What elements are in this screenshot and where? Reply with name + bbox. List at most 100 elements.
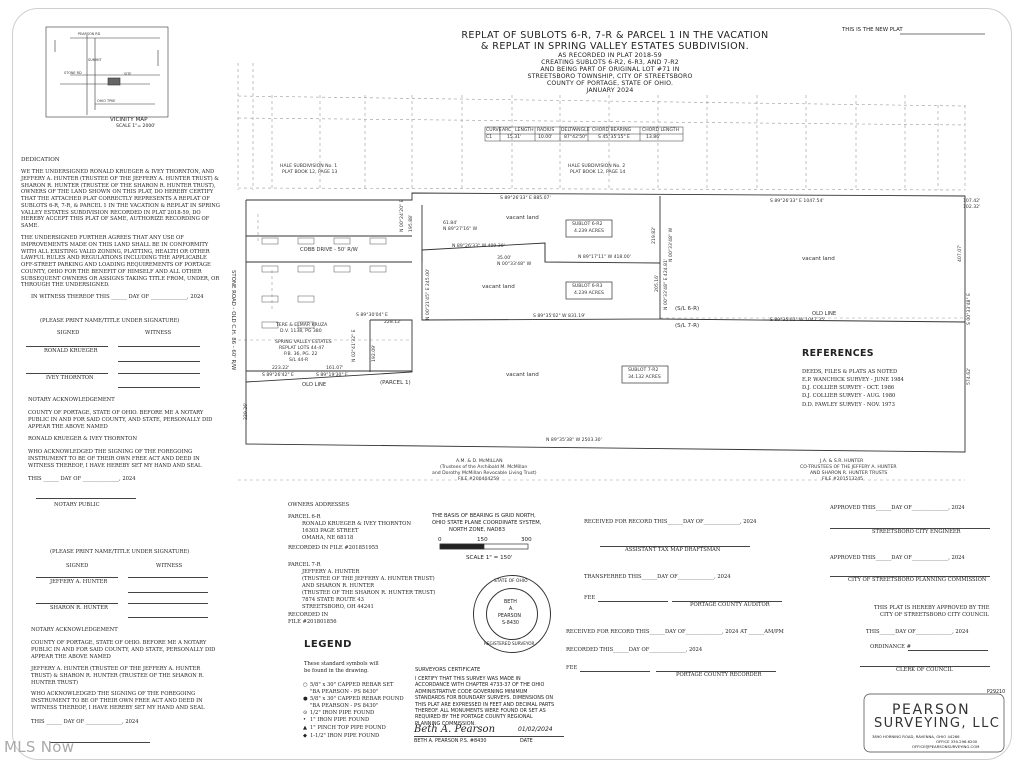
plat-subtitle-line-3: AND BEING PART OF ORIGINAL LOT #71 IN — [540, 66, 680, 73]
curve-cell-chord-length: 13.86' — [646, 135, 661, 140]
council-this-day: THIS______DAY OF______________, 2024 — [866, 629, 969, 635]
dedication-paragraph-1: WE THE UNDERSIGNED RONALD KRUEGER & IVEY… — [21, 169, 220, 229]
ordinance-line[interactable] — [908, 650, 988, 651]
city-engineer-label: STREETSBORO CITY ENGINEER — [872, 529, 961, 535]
surveyor-sign-line[interactable] — [414, 736, 564, 737]
witness-line-3[interactable] — [118, 373, 200, 374]
vicinity-label-tpke: OHIO TPKE — [97, 99, 116, 103]
bearing-b5: N 89°17'11" W 418.00' — [578, 255, 631, 260]
vacant-land-3: vacant land — [802, 256, 835, 262]
owner-p7-line-3: AND SHARON R. HUNTER — [302, 583, 375, 589]
mcmillan-4: FILE #200404259 — [458, 477, 500, 482]
surveyor-cert-text: I CERTIFY THAT THIS SURVEY WAS MADE IN A… — [415, 676, 555, 727]
curve-header-arc: ARC — [502, 128, 512, 133]
curve-header-length: LENGTH — [515, 128, 534, 133]
fee-line-2[interactable] — [580, 671, 650, 672]
distance-d11: 229.26' — [244, 402, 249, 420]
spring-valley-1: SPRING VALLEY ESTATES — [275, 340, 332, 345]
planning-sign-line[interactable] — [830, 576, 990, 577]
seal-name-1: BETH — [504, 600, 517, 605]
bearing-b17: S 00°33'48" E — [967, 293, 972, 325]
owner-p7-line-4: (TRUSTEE OF THE SHARON R. HUNTER TRUST) — [302, 590, 436, 596]
hunter-1: J.A. & S.R. HUNTER — [820, 459, 864, 464]
ordinance-label: ORDINANCE # — [870, 644, 911, 650]
dedication-paragraph-2: THE UNDERSIGNED FURTHER AGREES THAT ANY … — [21, 235, 220, 289]
sign-line-4[interactable] — [36, 603, 118, 604]
print-note-2: (PLEASE PRINT NAME/TITLE UNDER SIGNATURE… — [50, 549, 190, 555]
tax-map-draftsman: ASSISTANT TAX MAP DRAFTSMAN — [625, 547, 721, 553]
notary-public-label-1: NOTARY PUBLIC — [54, 502, 100, 508]
bearing-b14: N 00°21'45" E 245.00' — [426, 268, 431, 320]
sl7-label: (S/L 7-R) — [675, 323, 700, 329]
auditor-sign-line[interactable] — [672, 601, 782, 602]
fee-line-1[interactable] — [598, 601, 668, 602]
transferred-line: TRANSFERRED THIS______DAY OF____________… — [584, 574, 731, 580]
owner-p6-line-2: 16303 PAGE STREET — [302, 528, 359, 534]
vicinity-label-stone: STONE RD — [64, 71, 82, 75]
adjacent-hale-2: HALE SUBDIVISION No. 2 — [568, 164, 626, 169]
witness-label-2: WITNESS — [156, 563, 183, 569]
legend-item-5: 1" PINCH TOP PIPE FOUND — [310, 725, 386, 731]
witness-line-8[interactable] — [128, 617, 208, 618]
reference-item-4: D.J. COLLIER SURVEY - AUG. 1980 — [802, 393, 896, 399]
scale-tick-0: 0 — [438, 537, 442, 543]
legend-symbol-6: ◆ — [303, 733, 307, 739]
distance-d12: 195.88' — [409, 214, 414, 232]
plat-subtitle-line-5: COUNTY OF PORTAGE, STATE OF OHIO. — [546, 80, 674, 87]
sign-line-1[interactable] — [26, 346, 108, 347]
distance-d7: 219.82' — [652, 226, 657, 244]
sign-line-2[interactable] — [26, 373, 108, 374]
hunter-2: CO-TRUSTEES OF THE JEFFERY A. HUNTER — [800, 465, 897, 470]
distance-d4: 223.22' — [272, 366, 290, 371]
surveyor-seal-inner-ring — [486, 588, 538, 640]
tax-map-sign-line[interactable] — [600, 546, 750, 547]
vicinity-label-site: SITE — [124, 72, 132, 76]
sign-line-3[interactable] — [36, 577, 118, 578]
company-phone: OFFICE 330.296.6200 — [936, 739, 978, 744]
surveyor-seal: STATE OF OHIO BETH A. PEARSON S-8430 REG… — [473, 575, 551, 653]
witness-line-4[interactable] — [118, 387, 200, 388]
witness-line-2[interactable] — [118, 361, 200, 362]
recorder-sign-line[interactable] — [656, 671, 776, 672]
legend-item-1: 5/8" x 30" CAPPED REBAR SET — [310, 682, 394, 688]
plat-title-line-2: & REPLAT IN SPRING VALLEY ESTATES SUBDIV… — [480, 41, 750, 52]
curve-cell-delta: 87°42'50" — [564, 135, 588, 140]
vacant-land-4: vacant land — [506, 372, 539, 378]
witness-line-1[interactable] — [118, 346, 200, 347]
bearing-b1: S 89°26'33" E 885.07' — [500, 196, 551, 201]
notary-sign-line-1[interactable] — [36, 498, 136, 499]
dedication-witness-line: IN WITNESS THEREOF THIS ______ DAY OF __… — [31, 294, 204, 300]
bearing-b3: N 89°27'16" W — [443, 227, 478, 232]
owner-p6-line-1: RONALD KRUEGER & IVEY THORNTON — [302, 521, 411, 527]
legend-intro-2: be found in the drawing. — [304, 668, 369, 674]
clerk-sign-line[interactable] — [860, 666, 990, 667]
notary-sign-line-2[interactable] — [50, 742, 150, 743]
sublot-6r3-area: 4.239 ACRES — [574, 291, 604, 296]
bearing-b10: S 89°26'42" E — [262, 373, 294, 378]
witness-line-5[interactable] — [128, 577, 208, 578]
distance-d3: 228.12' — [384, 320, 402, 325]
witness-line-7[interactable] — [128, 603, 208, 604]
seal-ring-top: STATE OF OHIO — [494, 579, 528, 584]
kruza-deed: D.V. 1138, PG 380 — [280, 329, 322, 334]
distance-d10: 574.62' — [967, 367, 972, 385]
legend-heading: LEGEND — [304, 639, 352, 650]
basis-line-1: THE BASIS OF BEARING IS GRID NORTH, — [432, 513, 536, 519]
witness-line-6[interactable] — [128, 592, 208, 593]
reference-item-1: DEEDS, FILES & PLATS AS NOTED — [802, 369, 898, 375]
distance-d9: 407.07' — [958, 244, 963, 262]
hunter-3: AND SHARON R. HUNTER TRUSTS — [810, 471, 888, 476]
approved-engineer-line: APPROVED THIS______DAY OF______________,… — [830, 505, 965, 511]
engineer-sign-line[interactable] — [830, 528, 990, 529]
plat-subtitle-line-1: AS RECORDED IN PLAT 2018-59 — [558, 52, 662, 59]
vicinity-label-summit: SUMMIT — [88, 58, 102, 62]
curve-cell-curve: C1 — [486, 135, 493, 140]
surveyor-date-signed: 01/02/2024 — [518, 726, 553, 733]
bearing-b15: N 02°41'32" E — [352, 329, 357, 362]
spring-valley-2: REPLAT LOTS 44-47 — [279, 346, 325, 351]
clerk-of-council-label: CLERK OF COUNCIL — [896, 667, 953, 673]
cobb-drive-label: COBB DRIVE - 50' R/W — [300, 247, 358, 253]
surveyor-date-label: DATE — [520, 738, 533, 744]
bearing-b9: S 89°35'02" W 1047.35' — [770, 318, 826, 323]
